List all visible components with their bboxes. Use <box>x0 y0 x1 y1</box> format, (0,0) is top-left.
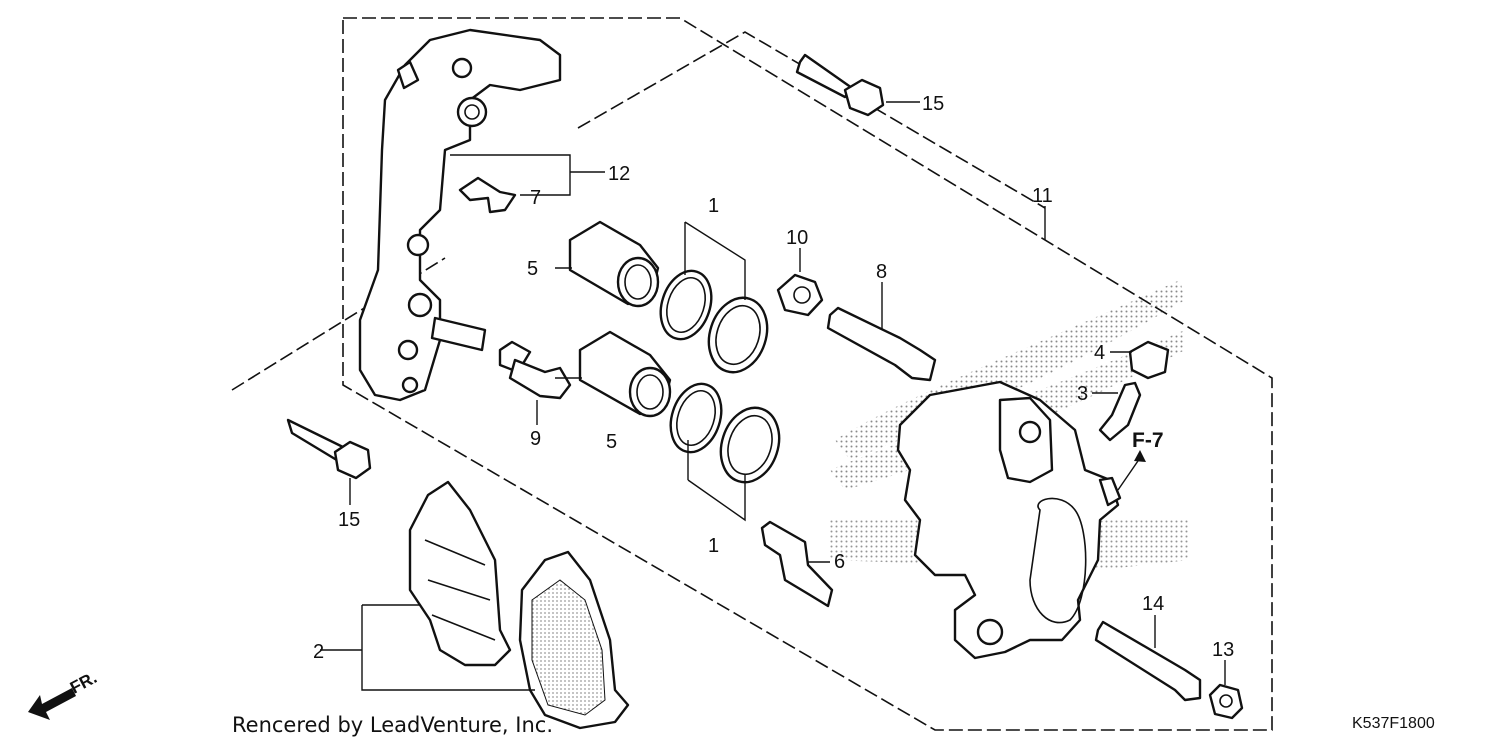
bolt-upper <box>795 53 885 117</box>
brake-pad-front <box>408 480 512 667</box>
caliper-bracket <box>358 28 562 402</box>
piston-upper <box>568 220 660 308</box>
callout-12: 12 <box>608 163 630 185</box>
caliper-body <box>896 380 1122 660</box>
callout-8: 8 <box>876 261 887 283</box>
assembly-boundaries <box>231 17 1273 731</box>
callout-1-upper: 1 <box>708 195 719 217</box>
callout-15-lower: 15 <box>338 509 360 531</box>
nut <box>1208 683 1244 720</box>
callout-1-lower: 1 <box>708 535 719 557</box>
front-arrow-icon: FR. <box>28 668 100 720</box>
bolt-lower <box>286 418 372 480</box>
pin-bolt <box>498 340 572 400</box>
callout-14: 14 <box>1142 593 1164 615</box>
pad-retainer <box>760 520 834 608</box>
callout-3: 3 <box>1077 383 1088 405</box>
callout-4: 4 <box>1094 342 1105 364</box>
bleeder-screw <box>1098 381 1142 442</box>
slide-pin <box>826 306 937 382</box>
seal-set-upper <box>659 269 769 374</box>
callout-13: 13 <box>1212 639 1234 661</box>
piston-lower <box>578 330 672 418</box>
callout-9: 9 <box>530 428 541 450</box>
render-credit: Rencered by LeadVenture, Inc. <box>232 713 553 737</box>
callout-11: 11 <box>1032 185 1053 207</box>
long-bolt <box>1094 620 1202 702</box>
brake-pad-rear <box>518 550 630 730</box>
callout-5-upper: 5 <box>527 258 538 280</box>
pad-clip <box>458 176 517 214</box>
callout-5-lower: 5 <box>606 431 617 453</box>
callout-7: 7 <box>530 187 541 209</box>
callout-10: 10 <box>786 227 808 249</box>
callout-6: 6 <box>834 551 845 573</box>
callout-15-upper: 15 <box>922 93 944 115</box>
bleeder-cap <box>1128 340 1170 380</box>
diagram-code: K537F1800 <box>1352 715 1435 732</box>
reference-label: F-7 <box>1132 429 1164 452</box>
seal-set-lower <box>669 382 781 484</box>
callouts: 1 1 2 3 4 5 5 6 7 8 9 10 11 12 13 14 15 … <box>313 93 1234 663</box>
leader-lines <box>320 101 1226 691</box>
callout-2: 2 <box>313 641 324 663</box>
pin-boot <box>776 273 824 317</box>
